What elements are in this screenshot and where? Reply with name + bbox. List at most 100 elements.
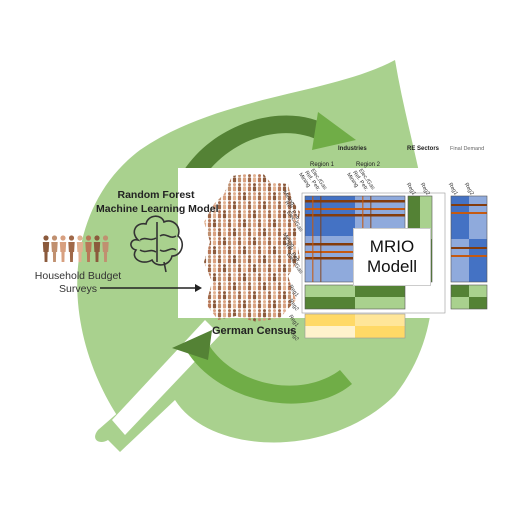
census-person-head xyxy=(218,309,221,313)
census-person-head xyxy=(258,291,261,295)
census-person-head xyxy=(223,210,226,214)
census-person-body xyxy=(207,258,212,264)
census-person-body xyxy=(222,285,227,291)
industries-label: Industries xyxy=(338,146,367,152)
census-person-head xyxy=(283,309,286,313)
census-person-head xyxy=(228,291,231,295)
census-person-body xyxy=(292,258,297,264)
yellow-row xyxy=(305,314,355,326)
census-person-head xyxy=(243,219,246,223)
census-person-body xyxy=(287,267,292,273)
census-person-body xyxy=(257,204,262,210)
census-person-body xyxy=(252,186,257,192)
census-person-body xyxy=(262,177,267,183)
census-person-head xyxy=(223,273,226,277)
census-person-head xyxy=(213,255,216,259)
census-person-body xyxy=(207,267,212,273)
census-person-head xyxy=(223,291,226,295)
census-person-body xyxy=(237,258,242,264)
yellow-row xyxy=(355,326,405,338)
census-person-body xyxy=(282,303,287,309)
census-person-head xyxy=(283,300,286,304)
census-person-body xyxy=(212,213,217,219)
census-person-body xyxy=(292,204,297,210)
census-person-body xyxy=(282,285,287,291)
census-person-head xyxy=(273,291,276,295)
census-person-body xyxy=(237,294,242,300)
census-person-body xyxy=(272,204,277,210)
person-body xyxy=(51,242,58,262)
census-person-body xyxy=(277,303,282,309)
census-person-body xyxy=(212,258,217,264)
census-person-head xyxy=(208,264,211,268)
census-person-head xyxy=(208,255,211,259)
census-person-body xyxy=(292,240,297,246)
census-person-body xyxy=(257,312,262,318)
census-person-head xyxy=(238,300,241,304)
census-person-head xyxy=(263,282,266,286)
census-person-body xyxy=(232,222,237,228)
census-person-head xyxy=(258,309,261,313)
census-person-body xyxy=(252,240,257,246)
census-person-body xyxy=(257,177,262,183)
census-person-body xyxy=(217,204,222,210)
census-person-body xyxy=(287,222,292,228)
re-row xyxy=(355,297,405,309)
census-person-body xyxy=(262,258,267,264)
census-person-body xyxy=(272,222,277,228)
census-person-head xyxy=(263,201,266,205)
census-person-head xyxy=(263,255,266,259)
census-person-body xyxy=(252,213,257,219)
census-person-body xyxy=(252,276,257,282)
census-person-head xyxy=(253,291,256,295)
census-person-head xyxy=(248,210,251,214)
census-person-head xyxy=(258,300,261,304)
census-person-body xyxy=(262,294,267,300)
census-person-body xyxy=(277,276,282,282)
census-person-body xyxy=(267,276,272,282)
census-person-head xyxy=(278,282,281,286)
census-person-head xyxy=(228,183,231,187)
census-person-head xyxy=(263,300,266,304)
census-person-body xyxy=(262,276,267,282)
census-person-head xyxy=(268,237,271,241)
census-person-head xyxy=(273,183,276,187)
census-person-body xyxy=(252,285,257,291)
census-person-body xyxy=(262,312,267,318)
census-person-head xyxy=(223,300,226,304)
census-person-body xyxy=(277,231,282,237)
census-person-head xyxy=(213,237,216,241)
census-person-head xyxy=(253,273,256,277)
census-person-body xyxy=(217,213,222,219)
final-demand-block-dark-2 xyxy=(469,239,487,282)
census-person-body xyxy=(277,240,282,246)
census-person-body xyxy=(242,258,247,264)
census-person-body xyxy=(227,222,232,228)
census-person-body xyxy=(272,240,277,246)
census-person-body xyxy=(282,213,287,219)
census-person-head xyxy=(238,255,241,259)
census-person-head xyxy=(228,300,231,304)
census-person-head xyxy=(253,282,256,286)
census-person-body xyxy=(252,267,257,273)
census-person-head xyxy=(273,201,276,205)
census-person-head xyxy=(213,309,216,313)
census-person-body xyxy=(247,240,252,246)
census-person-body xyxy=(222,213,227,219)
census-person-head xyxy=(213,228,216,232)
stripe xyxy=(305,208,405,210)
census-person-head xyxy=(253,255,256,259)
person-body xyxy=(85,242,92,262)
census-person-body xyxy=(212,276,217,282)
re-row xyxy=(305,297,355,309)
census-person-body xyxy=(242,240,247,246)
census-person-body xyxy=(247,231,252,237)
census-person-body xyxy=(282,294,287,300)
census-person-body xyxy=(267,312,272,318)
census-person-body xyxy=(272,294,277,300)
census-person-body xyxy=(237,195,242,201)
census-person-body xyxy=(292,222,297,228)
census-person-head xyxy=(268,273,271,277)
census-person-head xyxy=(258,282,261,286)
